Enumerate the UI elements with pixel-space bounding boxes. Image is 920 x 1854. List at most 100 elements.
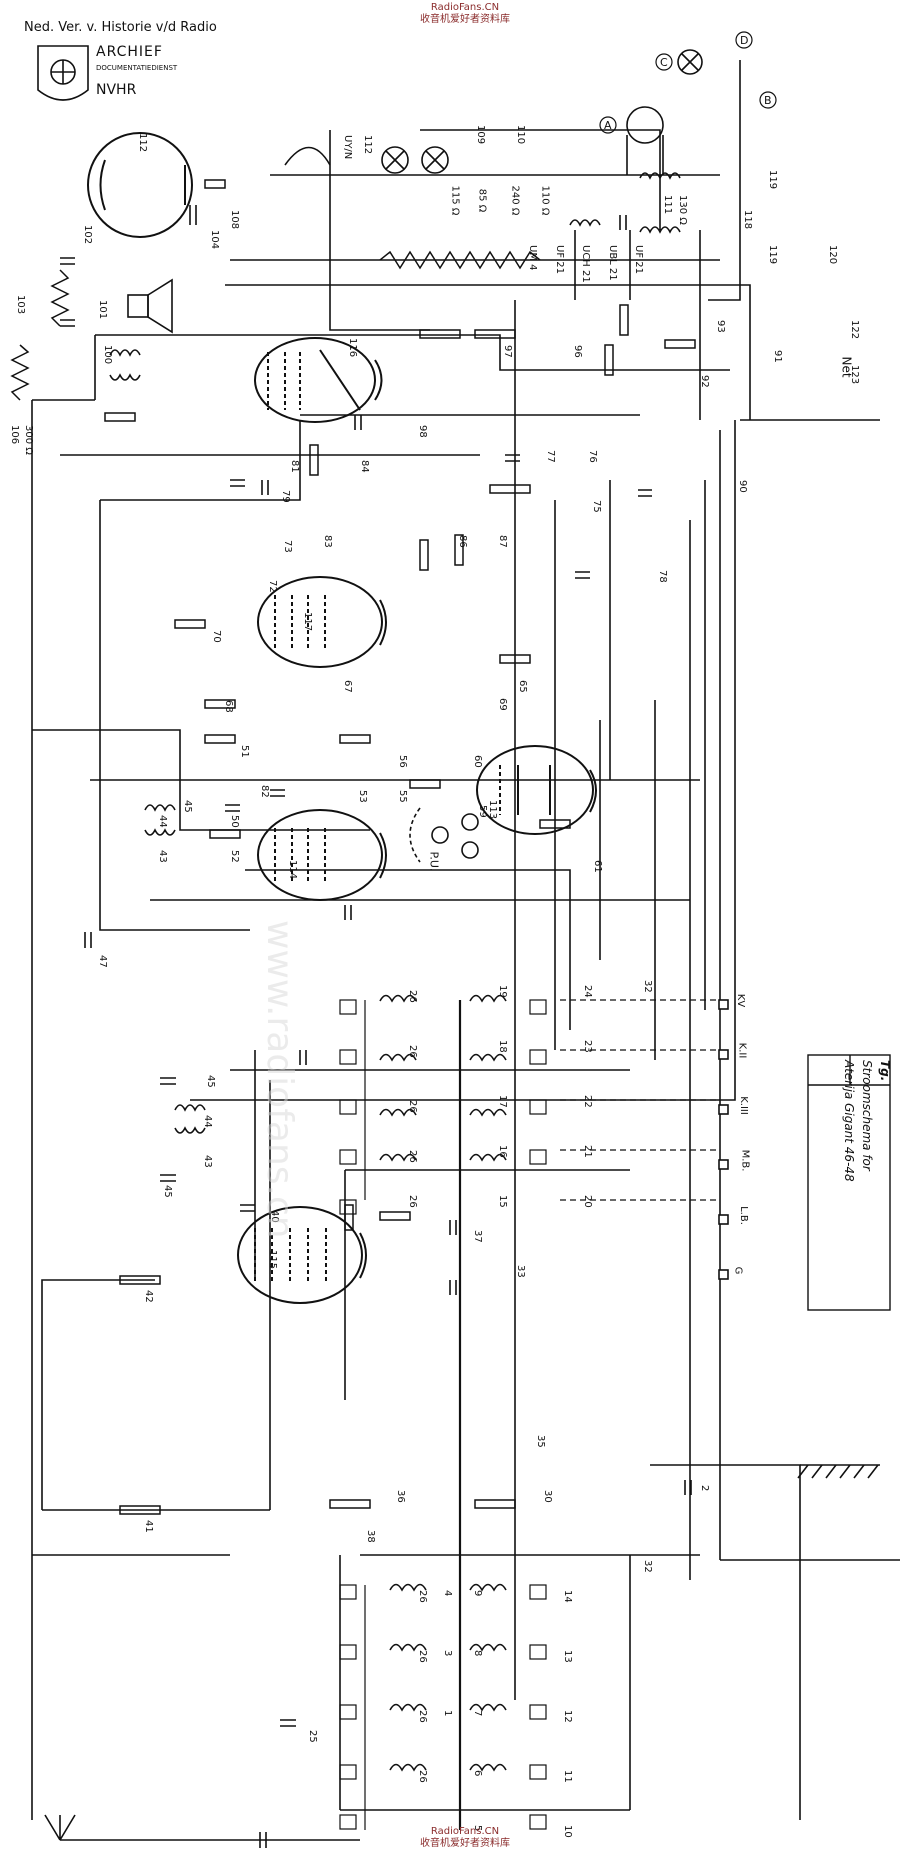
antenna-icon [44, 1814, 76, 1841]
chain-r3: 240 Ω [509, 185, 521, 216]
lamp-109 [381, 146, 409, 174]
title-block [807, 1054, 891, 1311]
svg-text:24: 24 [582, 985, 593, 998]
svg-text:115: 115 [267, 1250, 278, 1269]
resistor-chain-labels: 115 Ω 85 Ω 240 Ω 110 Ω [440, 186, 640, 255]
chain-r1: 115 Ω [449, 185, 461, 216]
archive-logo: ARCHIEF DOCUMENTATIEDIENST NVHR [30, 44, 180, 110]
svg-text:UCH 21: UCH 21 [580, 245, 591, 283]
speaker-icon [127, 278, 173, 334]
svg-text:112: 112 [137, 133, 148, 152]
svg-text:108: 108 [229, 210, 240, 229]
logo-title: ARCHIEF [96, 44, 163, 60]
watermark-top: RadioFans.CN 收音机爱好者资料库 [395, 2, 535, 26]
watermark-site: RadioFans.CN [430, 2, 500, 13]
svg-text:51: 51 [239, 745, 250, 758]
motor-a [626, 106, 664, 175]
tube-116 [254, 337, 383, 423]
svg-text:98: 98 [417, 425, 428, 438]
svg-text:122: 122 [849, 320, 860, 339]
svg-text:82: 82 [259, 785, 270, 798]
ground-icon [797, 1464, 880, 1479]
svg-text:23: 23 [582, 1040, 593, 1053]
svg-text:32: 32 [642, 1560, 653, 1573]
svg-text:9: 9 [472, 1590, 483, 1596]
svg-text:79: 79 [280, 490, 291, 503]
svg-text:3: 3 [442, 1650, 453, 1656]
svg-text:72: 72 [267, 580, 278, 593]
svg-text:41: 41 [143, 1520, 154, 1533]
svg-text:44: 44 [202, 1115, 213, 1128]
pu-label: P.U. [427, 851, 441, 872]
ballast-uyn [284, 146, 331, 166]
title-block-code: Tg. [878, 1060, 892, 1082]
svg-text:83: 83 [322, 535, 333, 548]
svg-text:45: 45 [205, 1075, 216, 1088]
svg-text:32: 32 [642, 980, 653, 993]
svg-text:C: C [660, 56, 668, 69]
svg-text:130 Ω: 130 Ω [677, 195, 688, 225]
capacitor-group [60, 205, 692, 1848]
svg-text:5: 5 [472, 1825, 483, 1831]
svg-text:2: 2 [699, 1485, 710, 1491]
svg-text:1: 1 [442, 1710, 453, 1716]
switch-letters: C D B A [599, 31, 777, 134]
svg-text:65: 65 [517, 680, 528, 693]
svg-text:112: 112 [362, 135, 373, 154]
svg-text:104: 104 [209, 230, 220, 249]
svg-text:116: 116 [347, 338, 358, 357]
svg-text:UY/N: UY/N [342, 135, 353, 159]
svg-text:26: 26 [417, 1710, 428, 1723]
svg-text:UF 21: UF 21 [554, 245, 565, 274]
svg-text:11: 11 [562, 1770, 573, 1783]
watermark-center: www.radiofans.cn [259, 920, 300, 1239]
svg-text:10: 10 [562, 1825, 573, 1838]
band-labels: KV K.II K.III M.B. L.B. G [732, 994, 774, 1285]
svg-text:103: 103 [15, 295, 26, 314]
svg-text:26: 26 [417, 1650, 428, 1663]
svg-text:75: 75 [591, 500, 602, 513]
band-label-k3: K.III [737, 1096, 749, 1115]
net-label: Net [839, 356, 854, 378]
svg-text:68: 68 [223, 700, 234, 713]
archive-header: Ned. Ver. v. Historie v/d Radio [24, 20, 217, 35]
resistor-group [10, 179, 696, 1515]
svg-text:19: 19 [497, 985, 508, 998]
svg-text:70: 70 [211, 630, 222, 643]
svg-text:113: 113 [487, 800, 498, 819]
lamp-c [677, 49, 703, 75]
svg-text:300 Ω: 300 Ω [23, 425, 34, 455]
title-block-line1: Stroomschema for [860, 1060, 874, 1171]
svg-text:50: 50 [229, 815, 240, 828]
svg-text:110: 110 [515, 125, 526, 144]
chain-r4: 110 Ω [539, 185, 551, 216]
svg-text:86: 86 [457, 535, 468, 548]
svg-text:17: 17 [497, 1095, 508, 1108]
svg-text:90: 90 [737, 480, 748, 493]
svg-text:59: 59 [477, 805, 488, 818]
band-label-k2: K.II [736, 1042, 748, 1059]
svg-text:69: 69 [497, 698, 508, 711]
svg-text:76: 76 [587, 450, 598, 463]
svg-text:12: 12 [562, 1710, 573, 1723]
trimmer-blocks [339, 999, 720, 1830]
svg-text:33: 33 [515, 1265, 526, 1278]
svg-text:56: 56 [397, 755, 408, 768]
svg-text:22: 22 [582, 1095, 593, 1108]
svg-text:21: 21 [582, 1145, 593, 1158]
logo-org: NVHR [96, 82, 137, 98]
svg-text:53: 53 [357, 790, 368, 803]
svg-text:26: 26 [407, 990, 418, 1003]
svg-text:119: 119 [767, 170, 778, 189]
svg-text:45: 45 [182, 800, 193, 813]
svg-text:26: 26 [407, 1195, 418, 1208]
logo-subtitle: DOCUMENTATIEDIENST [96, 64, 178, 72]
svg-text:67: 67 [342, 680, 353, 693]
svg-text:D: D [740, 34, 748, 47]
watermark-bottom: RadioFans.CN 收音机爱好者资料库 [395, 1826, 535, 1850]
svg-text:93: 93 [715, 320, 726, 333]
svg-text:123: 123 [849, 365, 860, 384]
watermark-site-bottom: RadioFans.CN [430, 1826, 500, 1837]
svg-text:84: 84 [359, 460, 370, 473]
